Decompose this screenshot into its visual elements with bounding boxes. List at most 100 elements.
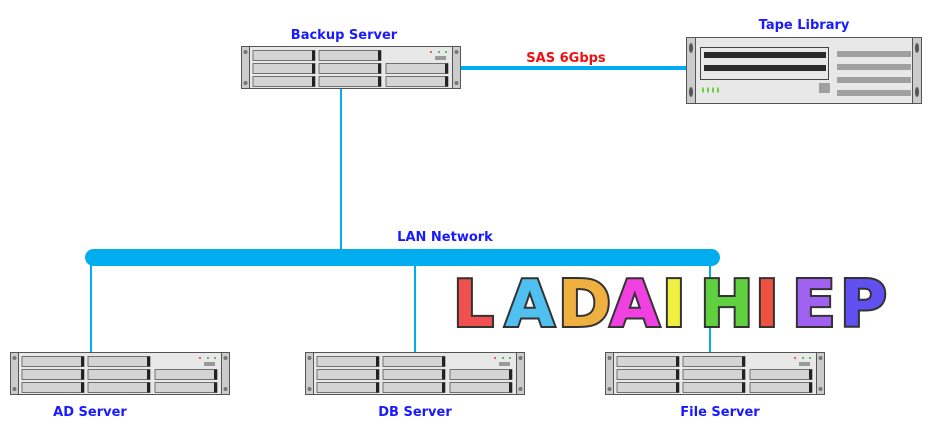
watermark-letter: L [453, 268, 494, 342]
vent-slat [837, 90, 911, 96]
drive-bay [21, 382, 85, 393]
screw-icon [915, 43, 919, 53]
drive-bay [252, 63, 316, 74]
vent-slat [837, 77, 911, 83]
drive-latch [378, 63, 381, 74]
drive-latch [809, 382, 812, 393]
drive-latch [147, 356, 150, 367]
screw-icon [518, 356, 523, 360]
status-led-icon [702, 87, 704, 93]
screw-icon [307, 356, 312, 360]
drive-latch [676, 382, 679, 393]
drive-bay [616, 382, 680, 393]
control-button [819, 83, 830, 93]
screw-icon [689, 87, 693, 97]
drive-bay [87, 356, 151, 367]
screw-icon [915, 87, 919, 97]
rack-ear-left [241, 46, 250, 89]
drive-latch [445, 76, 448, 87]
status-led-icon [494, 357, 496, 359]
drive-latch [147, 369, 150, 380]
status-led-icon [809, 357, 811, 359]
drive-bay [749, 382, 813, 393]
drive-latch [442, 356, 445, 367]
drive-bay [385, 76, 449, 87]
watermark-letter: H [700, 268, 754, 342]
status-led-icon [199, 357, 201, 359]
screw-icon [454, 50, 459, 54]
status-led-icon [707, 87, 709, 93]
tape-slot-frame [700, 47, 829, 80]
rack-ear-right [221, 352, 230, 395]
front-panel-display [799, 362, 810, 366]
status-led-icon [438, 51, 440, 53]
drive-latch [445, 63, 448, 74]
rack-ear-left [686, 37, 696, 104]
rack-ear-left [10, 352, 19, 395]
screw-icon [307, 387, 312, 391]
rack-ear-left [605, 352, 614, 395]
screw-icon [607, 356, 612, 360]
screw-icon [454, 81, 459, 85]
ad-server [10, 352, 230, 395]
screw-icon [12, 387, 17, 391]
drive-bay [252, 76, 316, 87]
front-panel-display [499, 362, 510, 366]
drive-bay [749, 369, 813, 380]
drive-latch [376, 369, 379, 380]
tape-library [686, 37, 922, 104]
watermark-letter: A [505, 268, 555, 342]
lan-bus [85, 249, 720, 266]
front-panel-display [204, 362, 215, 366]
status-led-icon [445, 51, 447, 53]
file-server-label: File Server [680, 405, 760, 420]
drive-bay [87, 382, 151, 393]
status-led-icon [509, 357, 511, 359]
screw-icon [243, 50, 248, 54]
drive-latch [376, 356, 379, 367]
drive-bay [616, 369, 680, 380]
drive-latch [147, 382, 150, 393]
drive-latch [742, 382, 745, 393]
drive-bay [87, 369, 151, 380]
backup-server [241, 46, 461, 89]
drive-bay [154, 369, 218, 380]
drive-bay [682, 382, 746, 393]
drive-latch [81, 369, 84, 380]
watermark-letter: A [610, 268, 660, 342]
drive-latch [442, 369, 445, 380]
drive-bay [316, 369, 380, 380]
drive-latch [312, 50, 315, 61]
tape-library-label: Tape Library [759, 18, 850, 33]
drive-bay [449, 382, 513, 393]
drive-latch [742, 369, 745, 380]
links [85, 66, 720, 352]
backup-server-label: Backup Server [291, 28, 398, 43]
drive-bay [252, 50, 316, 61]
drive-bay [21, 369, 85, 380]
drive-latch [378, 50, 381, 61]
drive-latch [509, 369, 512, 380]
status-led-icon [214, 357, 216, 359]
status-led-icon [712, 87, 714, 93]
drive-bay [316, 382, 380, 393]
rack-ear-right [452, 46, 461, 89]
drive-bay [616, 356, 680, 367]
drive-bay [318, 63, 382, 74]
drive-latch [376, 382, 379, 393]
vent-slat [837, 51, 911, 57]
status-led-icon [717, 87, 719, 93]
db-server-label: DB Server [378, 405, 452, 420]
screw-icon [518, 387, 523, 391]
tape-slot [704, 52, 826, 58]
drive-bay [382, 382, 446, 393]
drive-latch [312, 76, 315, 87]
watermark-letter: D [558, 268, 611, 342]
nodes [10, 37, 922, 395]
drive-latch [676, 356, 679, 367]
drive-bay [449, 369, 513, 380]
status-led-icon [207, 357, 209, 359]
drive-bay [382, 356, 446, 367]
